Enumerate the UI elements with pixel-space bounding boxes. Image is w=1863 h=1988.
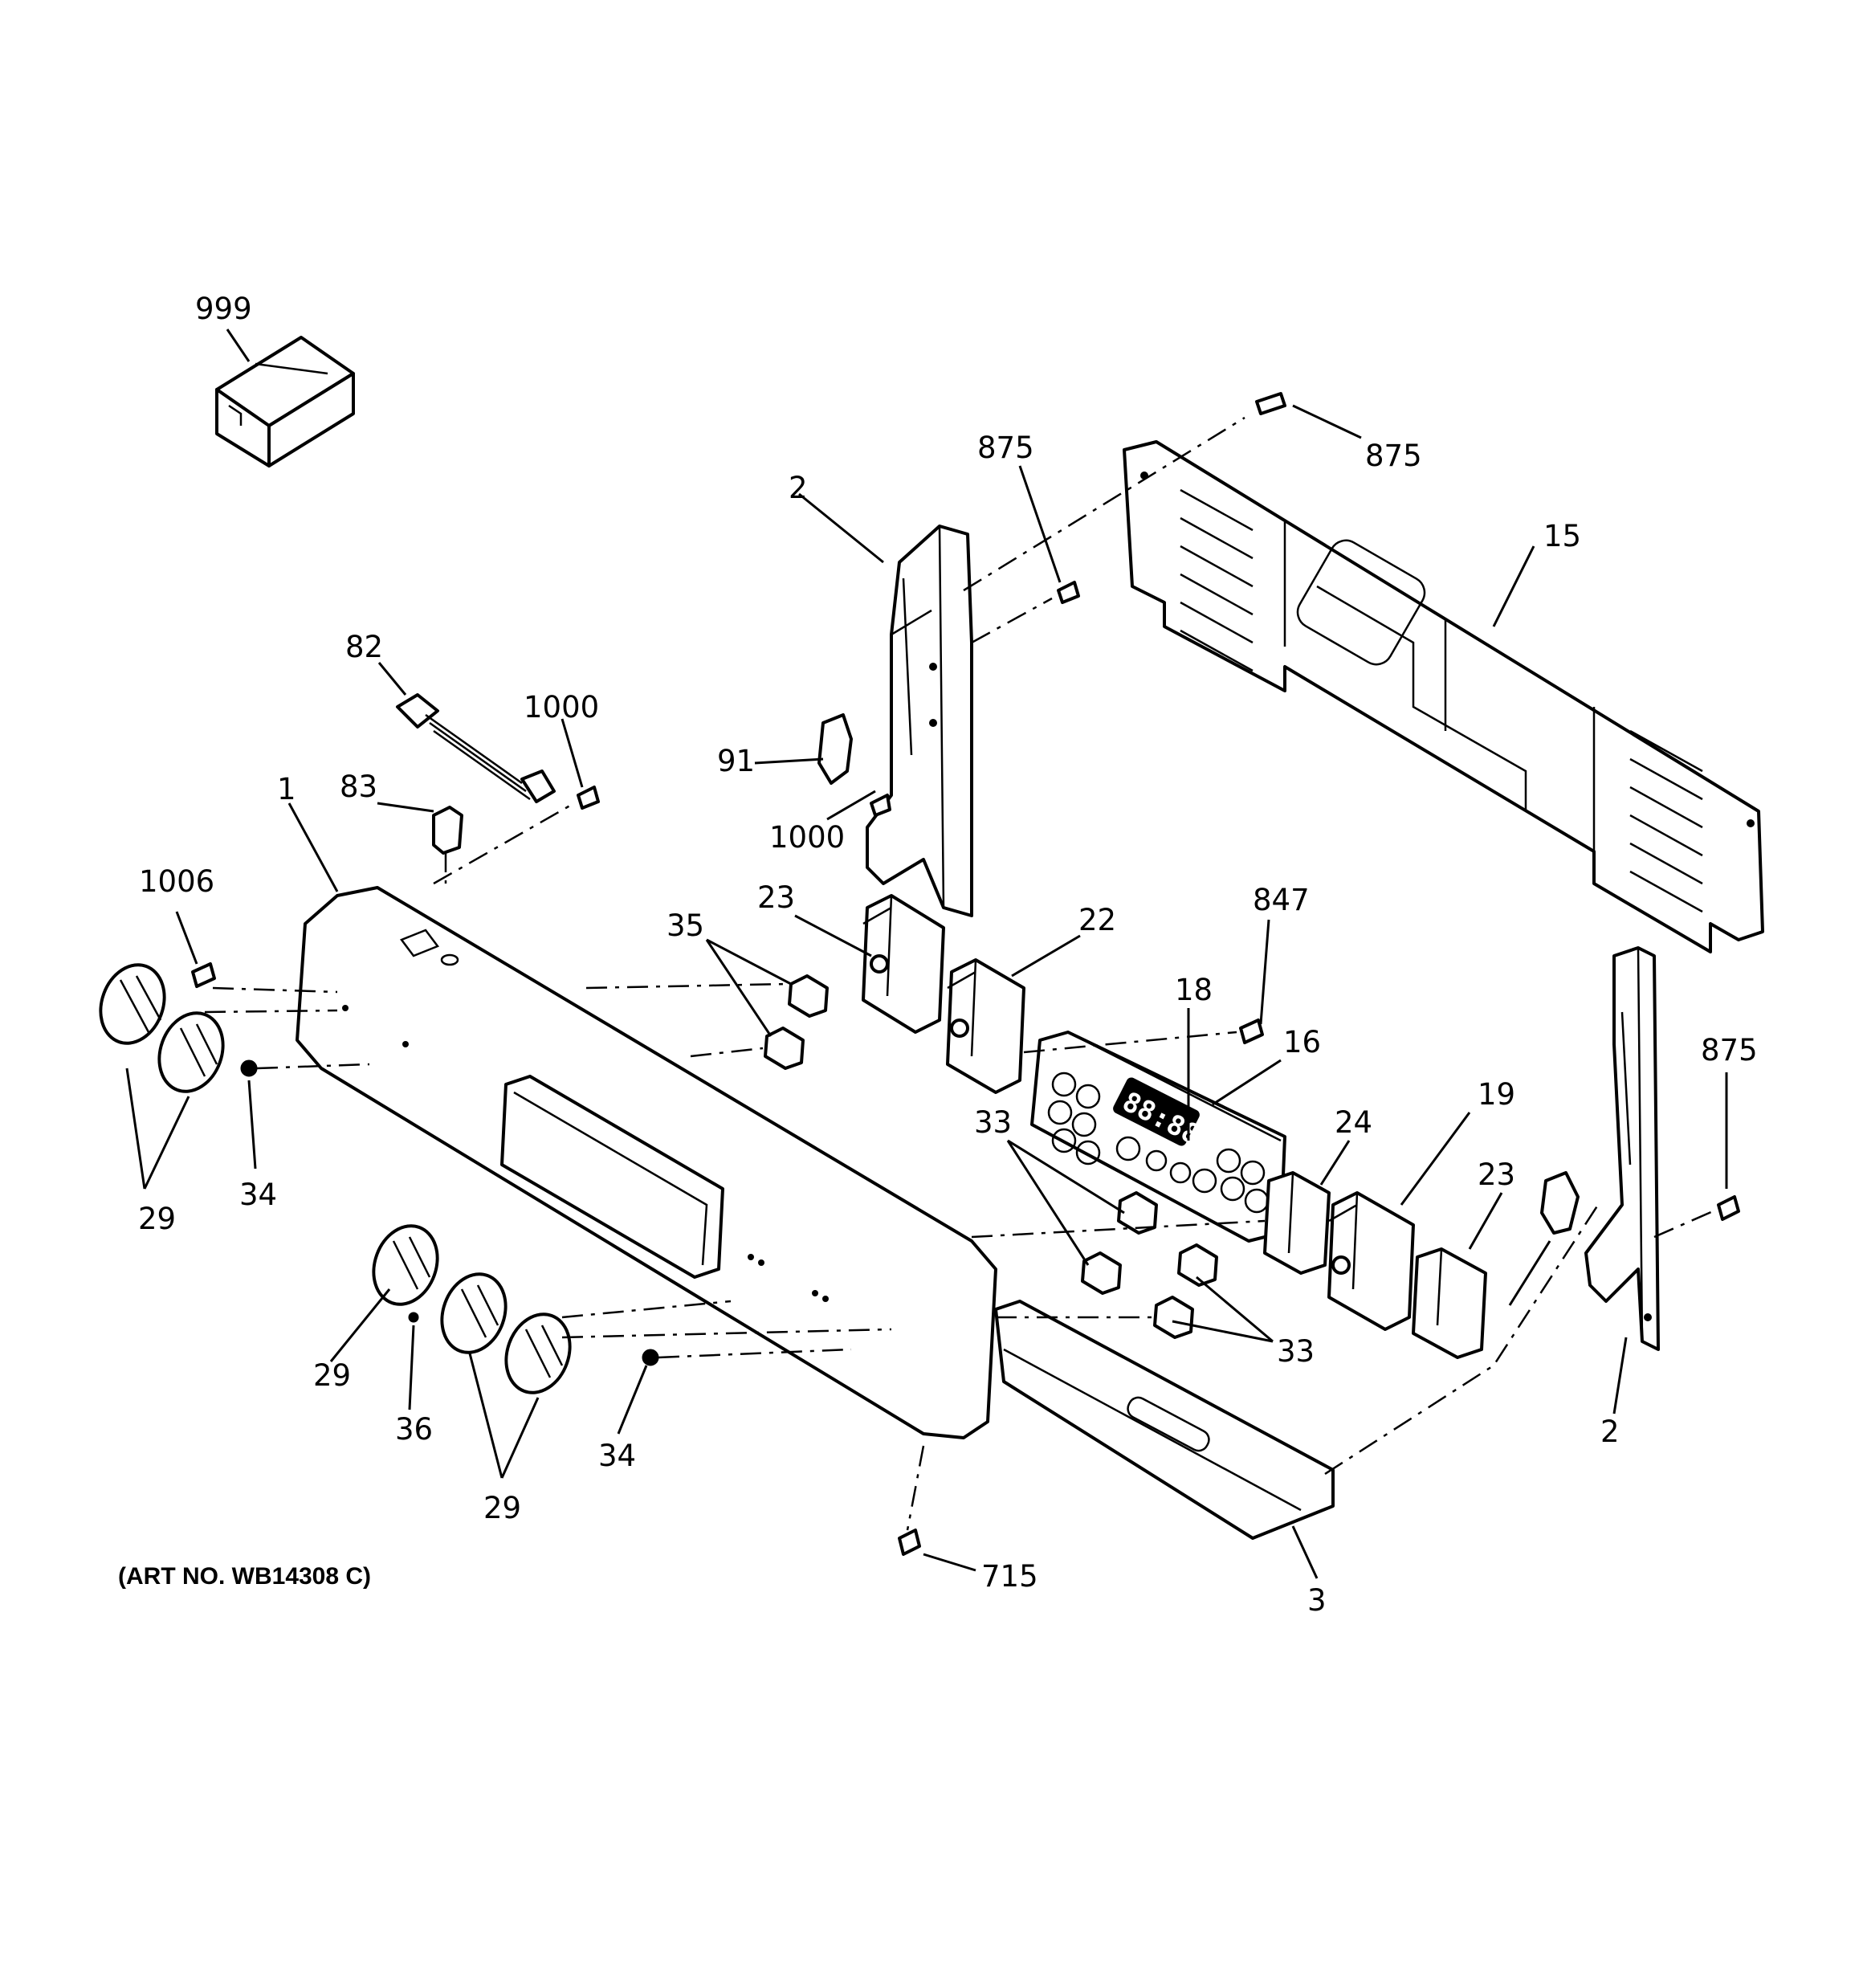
back-panel-vents-right — [1629, 729, 1703, 913]
callout-29-left: 29 — [138, 1202, 176, 1236]
callout-875-top: 875 — [977, 431, 1034, 465]
screws — [191, 392, 1740, 1556]
callout-91: 91 — [717, 744, 755, 778]
callout-1000-top: 1000 — [524, 690, 599, 725]
callout-29-mid: 29 — [313, 1358, 351, 1393]
callout-15: 15 — [1543, 519, 1581, 553]
callout-23-left: 23 — [757, 880, 795, 915]
part-22-switch — [946, 958, 1025, 1094]
callout-1000-mid: 1000 — [769, 820, 845, 855]
callout-36: 36 — [395, 1412, 433, 1447]
callout-16: 16 — [1283, 1025, 1321, 1059]
callout-34-low: 34 — [598, 1439, 636, 1473]
callout-34-left: 34 — [239, 1178, 277, 1212]
callout-2-left: 2 — [789, 471, 808, 505]
callout-875-right: 875 — [1701, 1033, 1758, 1067]
part-15-back-panel — [1123, 440, 1764, 953]
part-1-control-panel — [296, 886, 997, 1439]
callout-33-left: 33 — [974, 1105, 1012, 1140]
part-23-switch-left — [862, 894, 945, 1034]
part-999-literature-box — [215, 336, 355, 467]
alignment-lines — [204, 416, 1719, 1531]
callout-labels: 999 875 875 2 15 82 1000 91 1000 1 83 10… — [138, 292, 1758, 1618]
callout-23-right: 23 — [1478, 1157, 1515, 1192]
part-19-switch — [1327, 1191, 1415, 1331]
part-2-left-end-cap — [866, 525, 973, 917]
part-29-knobs — [99, 963, 572, 1394]
callout-2-right: 2 — [1600, 1414, 1620, 1449]
callout-1: 1 — [277, 772, 296, 806]
callout-35: 35 — [667, 908, 704, 943]
part-23-switch-right — [1412, 1247, 1487, 1359]
part-3-lower-trim — [994, 1300, 1335, 1540]
art-number: (ART NO. WB14308 C) — [118, 1563, 371, 1590]
part-2-right-end-cap — [1584, 946, 1660, 1351]
callout-3: 3 — [1307, 1583, 1327, 1618]
part-33-lamps — [1081, 1191, 1218, 1339]
callout-715: 715 — [981, 1559, 1038, 1594]
callout-999: 999 — [195, 292, 252, 326]
leader-lines — [125, 329, 1728, 1579]
callout-22: 22 — [1078, 903, 1116, 937]
callout-19: 19 — [1478, 1077, 1515, 1112]
callout-875-side: 875 — [1365, 439, 1422, 473]
part-16-electronic-control: 88:88 — [1030, 1031, 1286, 1243]
part-82-wire-harness — [396, 693, 556, 803]
callout-1006: 1006 — [139, 864, 214, 899]
part-35-lamps — [764, 974, 829, 1070]
callout-29-low: 29 — [483, 1491, 521, 1525]
callout-83: 83 — [340, 769, 377, 804]
callout-24: 24 — [1335, 1105, 1372, 1140]
callout-82: 82 — [345, 630, 383, 664]
part-24-switch — [1263, 1171, 1331, 1275]
callout-33-right: 33 — [1277, 1334, 1315, 1369]
back-panel-vents-left — [1180, 488, 1254, 672]
part-83-indicator-light — [432, 806, 463, 855]
callout-847: 847 — [1253, 883, 1310, 917]
callout-18: 18 — [1175, 973, 1213, 1007]
part-91-bracket — [817, 713, 1580, 1235]
